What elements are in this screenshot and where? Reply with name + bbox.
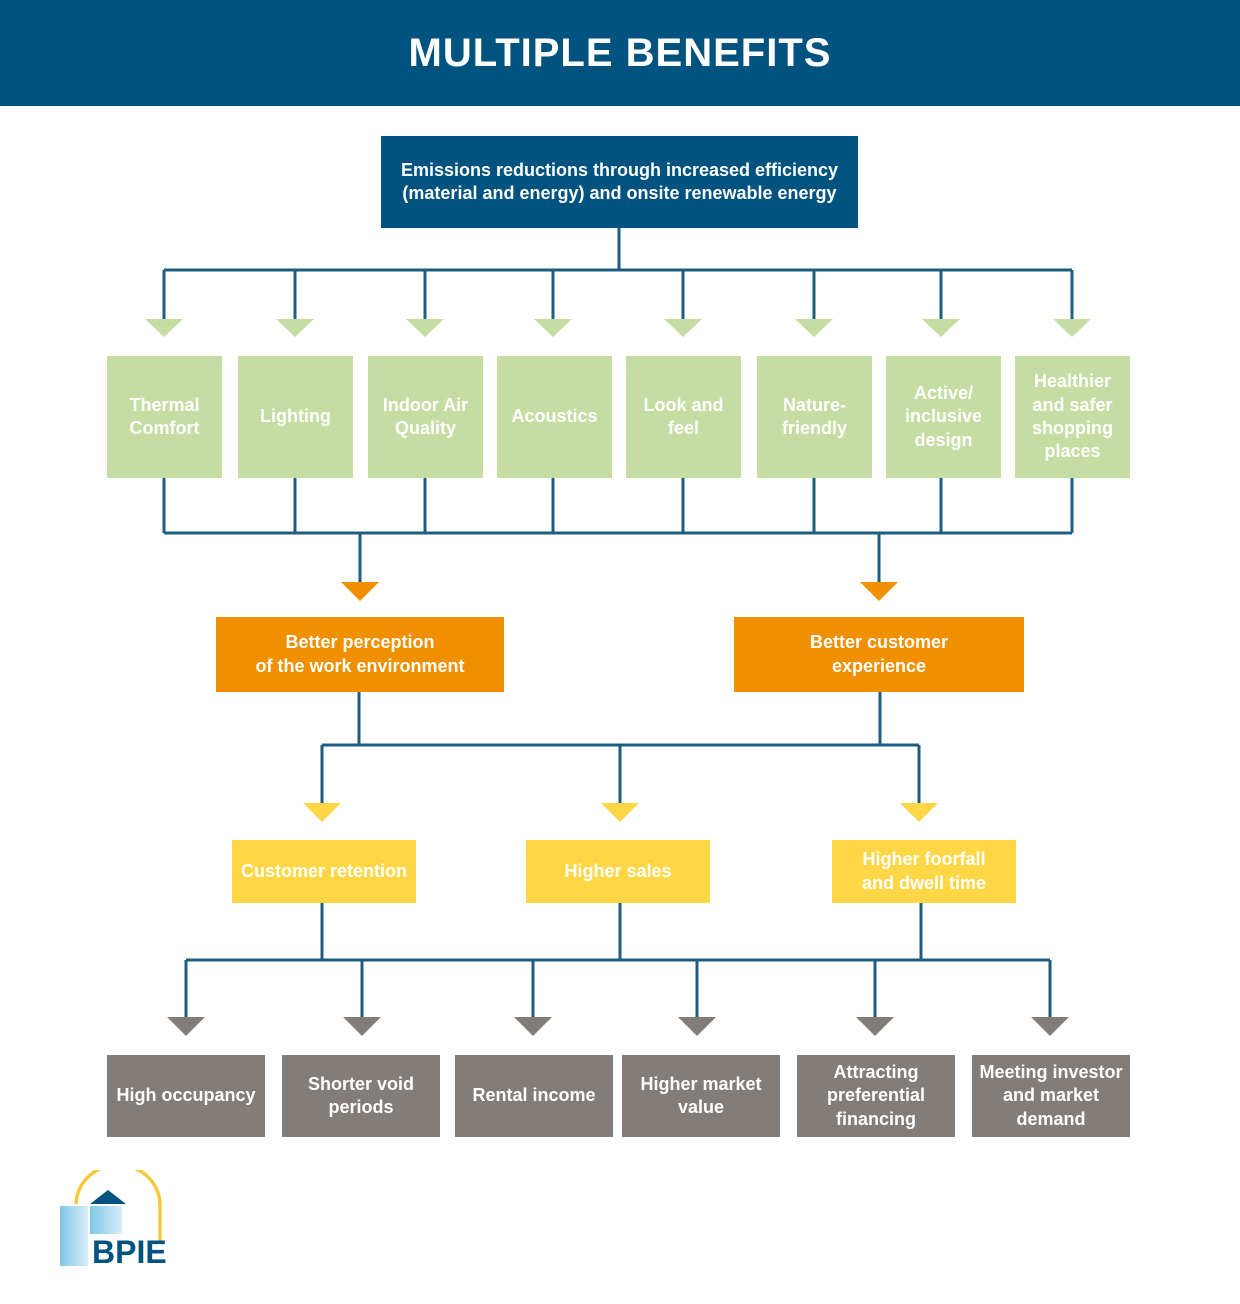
perception-work-environment: Better perception of the work environmen…: [216, 617, 504, 692]
benefit-acoustics: Acoustics: [497, 356, 612, 478]
outcome-higher-sales: Higher sales: [526, 840, 710, 903]
value-investor-demand: Meeting investor and market demand: [972, 1055, 1130, 1137]
bpie-logo-icon: [60, 1170, 162, 1266]
header-banner: MULTIPLE BENEFITS: [0, 0, 1240, 106]
page-title: MULTIPLE BENEFITS: [408, 30, 832, 75]
benefit-indoor-air-quality: Indoor Air Quality: [368, 356, 483, 478]
emissions-reduction-box: Emissions reductions through increased e…: [381, 136, 858, 228]
value-high-occupancy: High occupancy: [107, 1055, 265, 1137]
benefit-nature-friendly: Nature- friendly: [757, 356, 872, 478]
benefit-thermal-comfort: Thermal Comfort: [107, 356, 222, 478]
value-shorter-void-periods: Shorter void periods: [282, 1055, 440, 1137]
value-preferential-financing: Attracting preferential financing: [797, 1055, 955, 1137]
perception-customer-experience: Better customer experience: [734, 617, 1024, 692]
benefit-lighting: Lighting: [238, 356, 353, 478]
benefit-healthier-safer-shopping: Healthier and safer shopping places: [1015, 356, 1130, 478]
benefit-active-inclusive-design: Active/ inclusive design: [886, 356, 1001, 478]
value-rental-income: Rental income: [455, 1055, 613, 1137]
outcome-customer-retention: Customer retention: [232, 840, 416, 903]
benefit-look-and-feel: Look and feel: [626, 356, 741, 478]
value-higher-market-value: Higher market value: [622, 1055, 780, 1137]
bpie-logo-text: BPIE: [92, 1234, 167, 1270]
outcome-higher-footfall: Higher foorfall and dwell time: [832, 840, 1016, 903]
